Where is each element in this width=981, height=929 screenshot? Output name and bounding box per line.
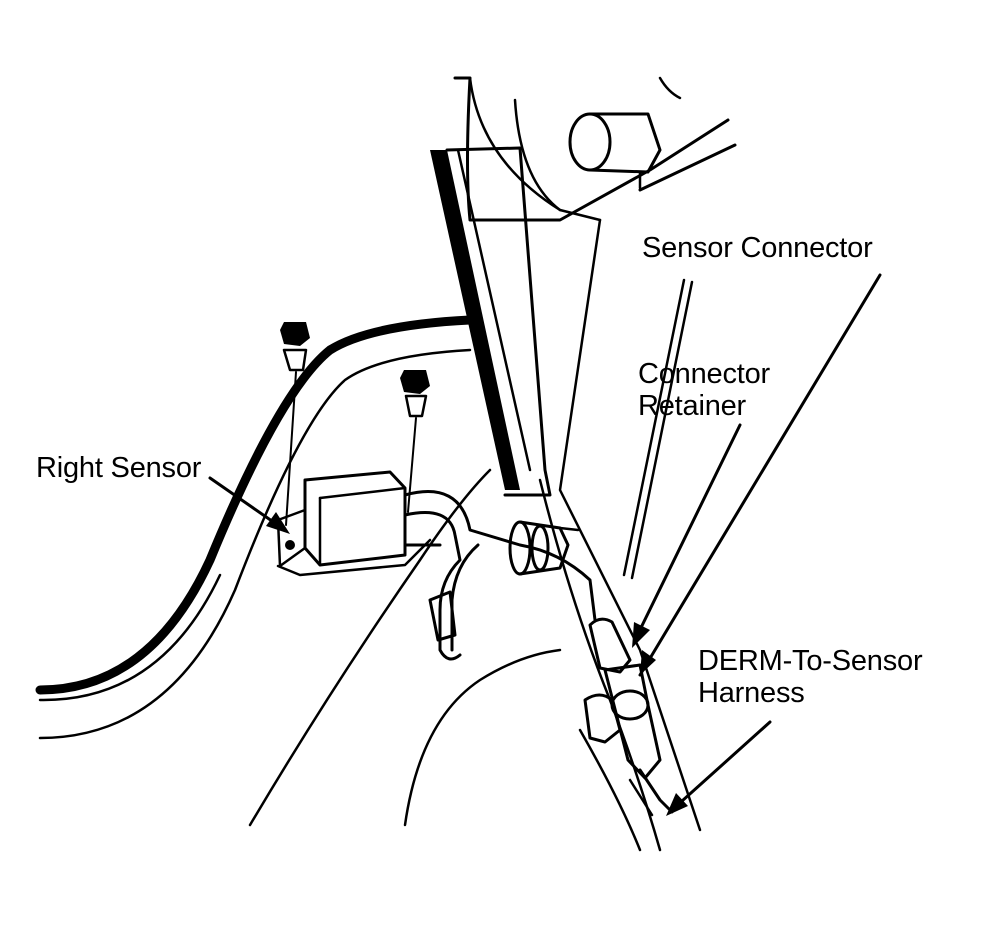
right-sensor-unit [276,470,432,577]
sensor-connector-assembly [583,617,674,817]
mounting-bracket [430,146,552,497]
connector-retainer-label: Connector Retainer [638,358,770,422]
body-panel [453,76,737,852]
top-plug [568,112,662,190]
sensor-connector-label: Sensor Connector [642,232,873,264]
harness-label: DERM-To-Sensor Harness [698,645,923,709]
fender-panel [35,315,562,827]
harness-text-line2: Harness [698,677,805,709]
harness-text-line1: DERM-To-Sensor [698,645,923,677]
leader-lines [208,273,882,816]
right-sensor-label: Right Sensor [36,452,201,484]
connector-retainer-text-line2: Retainer [638,390,747,422]
sensor-connector-text: Sensor Connector [642,232,873,264]
grommet [508,520,580,576]
sensor-cable [403,490,597,661]
bolt-left [280,322,310,526]
right-sensor-text: Right Sensor [36,452,202,484]
bolt-right [400,370,430,513]
connector-retainer-text-line1: Connector [638,358,770,390]
